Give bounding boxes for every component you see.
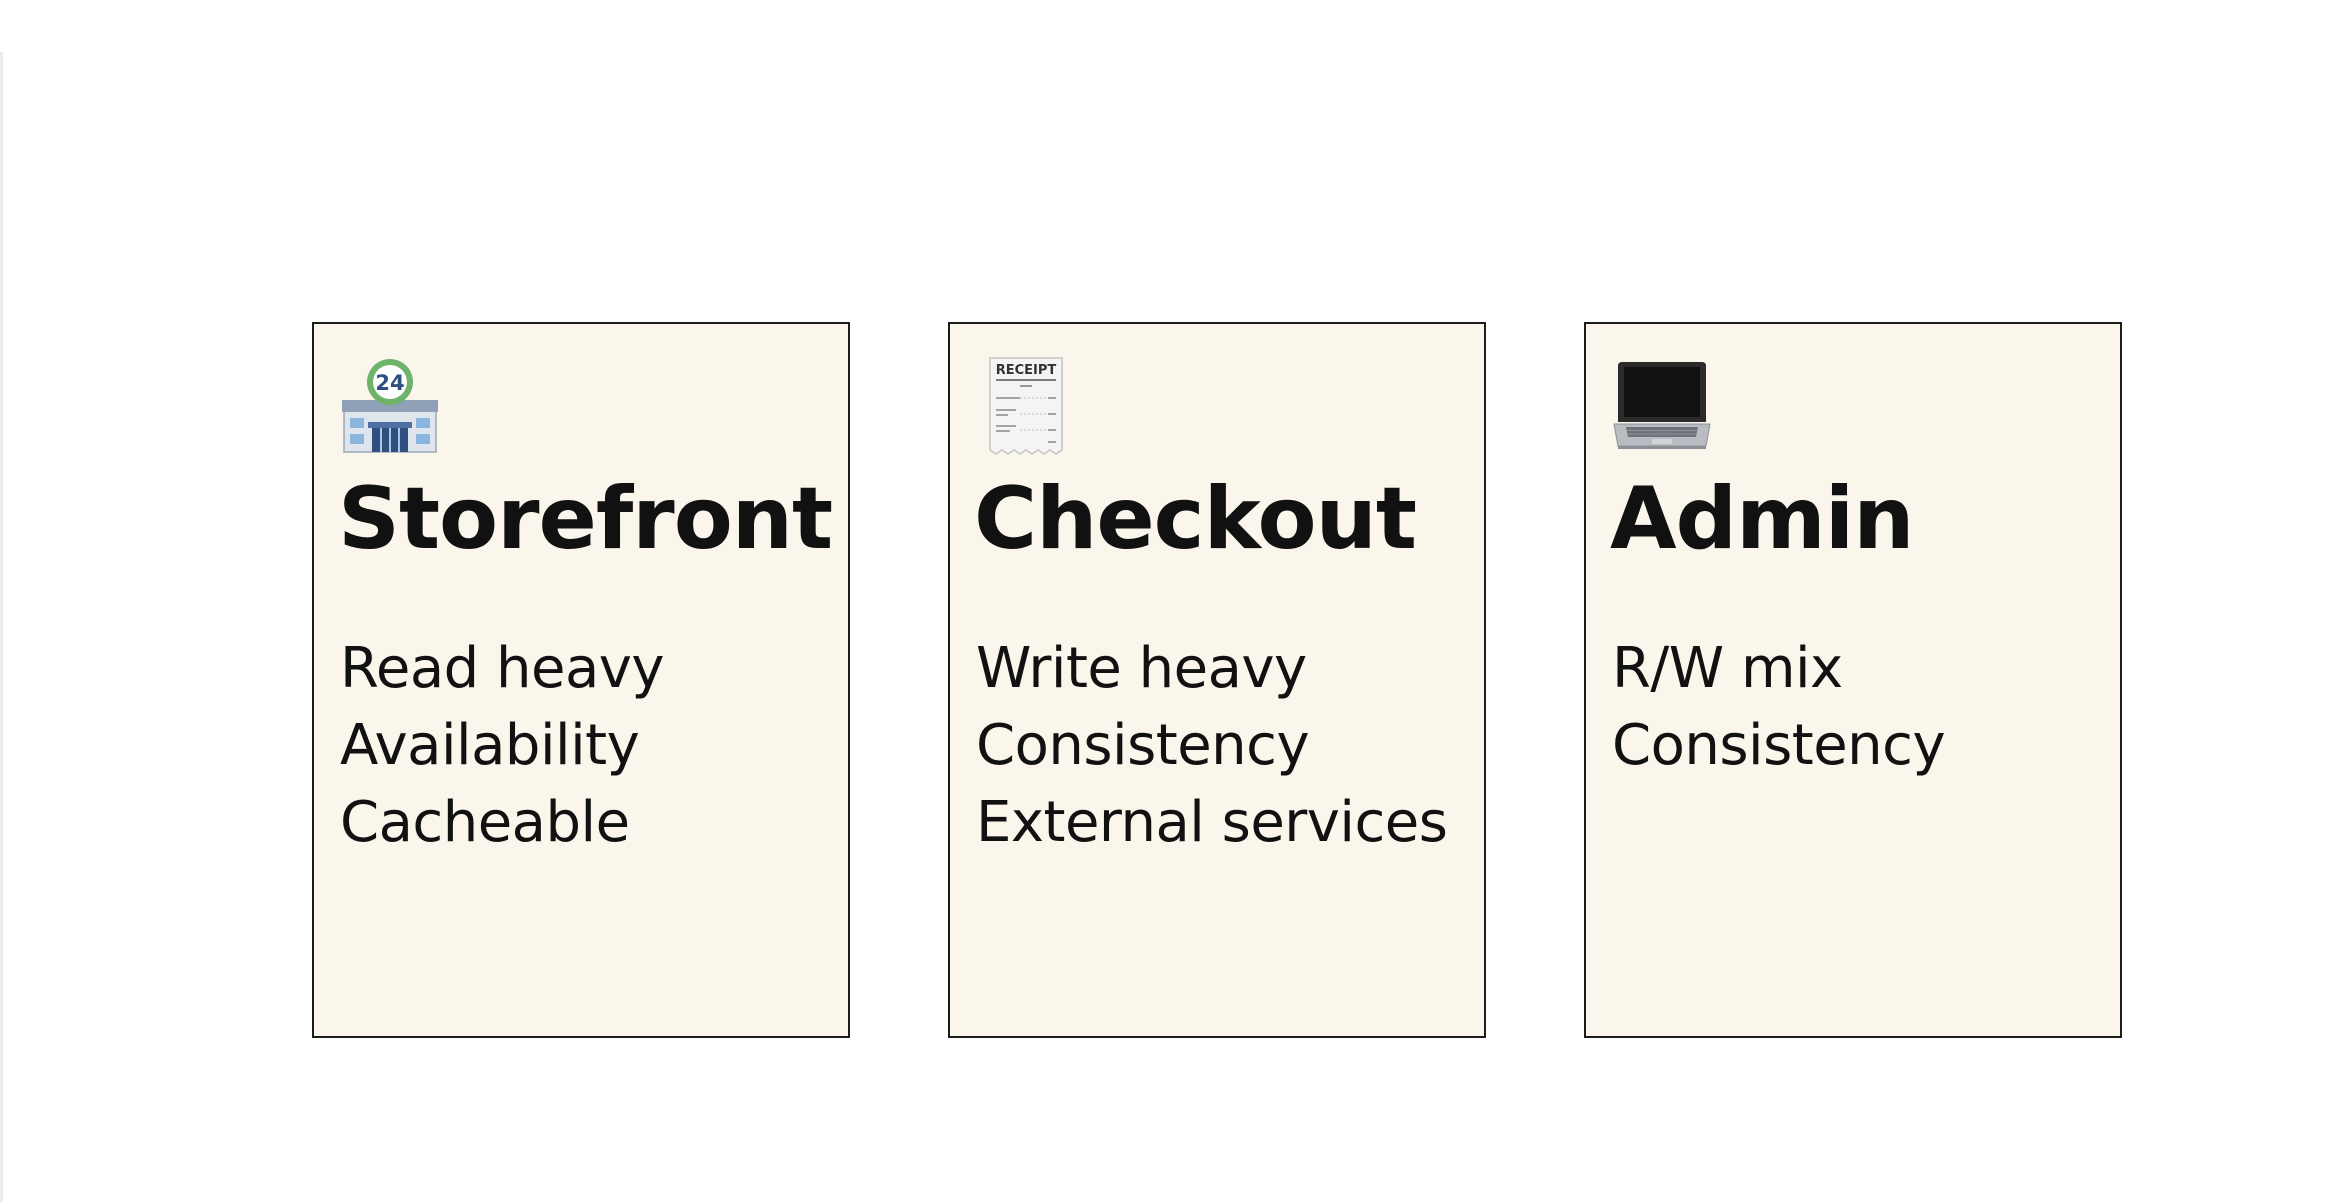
card-title: Storefront	[338, 469, 833, 569]
left-edge-divider	[0, 52, 3, 1202]
card-point: R/W mix	[1612, 636, 1843, 701]
card-points-list: Read heavy Availability Cacheable	[340, 630, 665, 861]
card-checkout: RECEIPT Checkout Write heavy Con	[948, 322, 1486, 1038]
card-admin: Admin R/W mix Consistency	[1584, 322, 2122, 1038]
card-point: Consistency	[976, 713, 1310, 778]
card-point: Cacheable	[340, 790, 630, 855]
card-title: Admin	[1610, 469, 1914, 569]
card-points-list: R/W mix Consistency	[1612, 630, 1946, 784]
card-point: Read heavy	[340, 636, 665, 701]
svg-text:24: 24	[375, 371, 404, 395]
card-storefront: 24 Storefront Read heavy Availability Ca…	[312, 322, 850, 1038]
card-point: External services	[976, 790, 1448, 855]
convenience-store-icon: 24	[340, 356, 440, 456]
receipt-header: RECEIPT	[996, 363, 1057, 378]
card-point: Write heavy	[976, 636, 1307, 701]
card-points-list: Write heavy Consistency External service…	[976, 630, 1448, 861]
laptop-icon	[1612, 356, 1712, 456]
receipt-icon: RECEIPT	[976, 356, 1076, 456]
card-point: Consistency	[1612, 713, 1946, 778]
card-point: Availability	[340, 713, 640, 778]
card-title: Checkout	[974, 469, 1417, 569]
